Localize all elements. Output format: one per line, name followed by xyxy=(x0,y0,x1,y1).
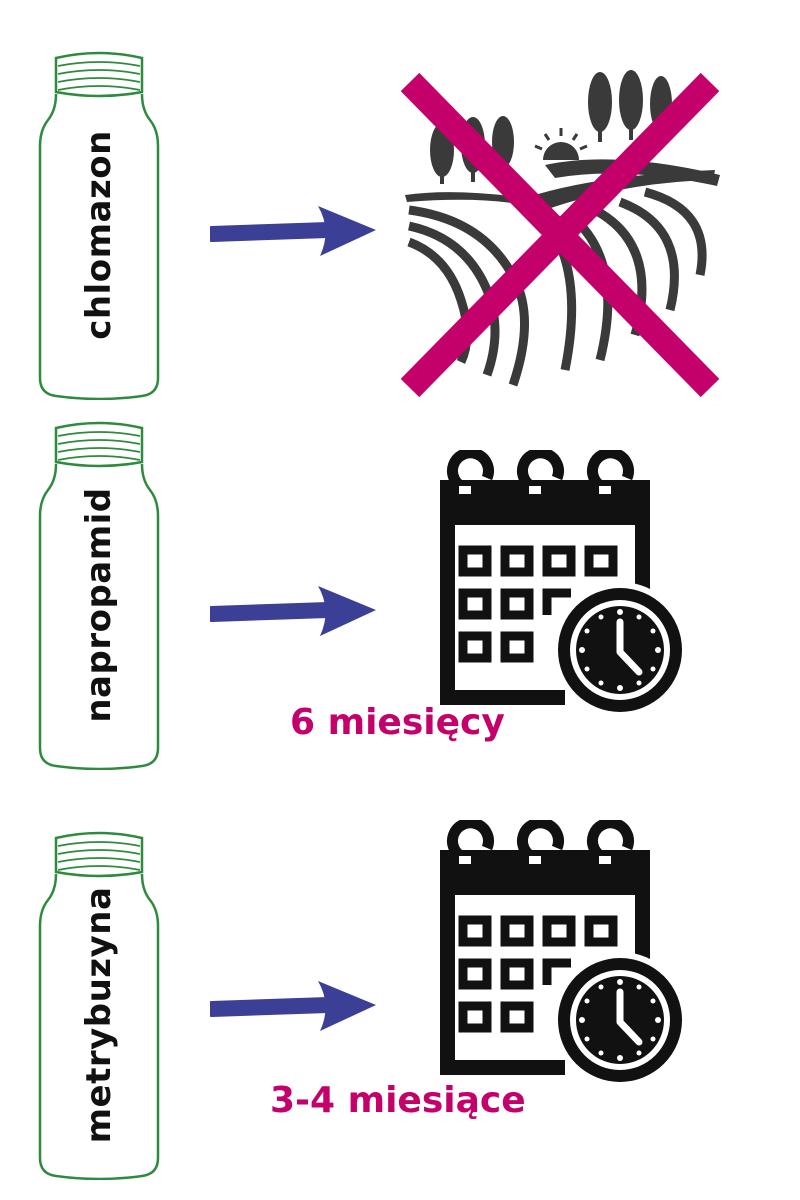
row-chlomazon: chlomazon xyxy=(0,40,800,400)
calendar-clock-icon xyxy=(425,820,695,1090)
arrow-right-icon xyxy=(210,975,380,1035)
crossed-out-farm-field-icon xyxy=(400,70,720,398)
arrow-right-icon xyxy=(210,580,380,640)
row-metrybuzyna: metrybuzyna 3-4 miesiące xyxy=(0,820,800,1180)
duration-label: 6 miesięcy xyxy=(290,702,505,743)
substance-label: chlomazon xyxy=(79,130,119,340)
duration-label: 3-4 miesiące xyxy=(270,1080,526,1121)
calendar-clock-icon xyxy=(425,450,695,720)
substance-label: napropamid xyxy=(79,487,119,723)
arrow-right-icon xyxy=(210,200,380,260)
substance-label: metrybuzyna xyxy=(79,886,119,1144)
row-napropamid: napropamid 6 miesięcy xyxy=(0,410,800,770)
